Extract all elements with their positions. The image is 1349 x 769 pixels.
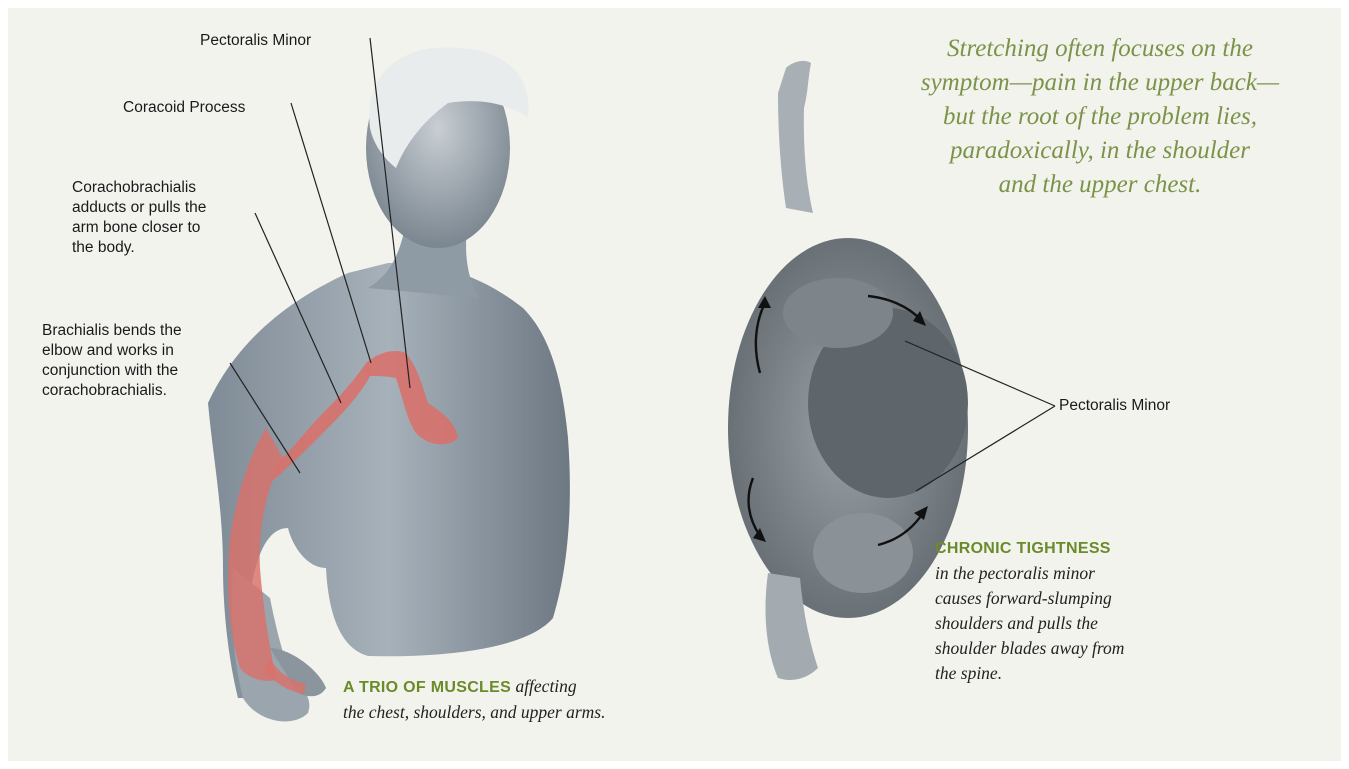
figure-panel: Pectoralis Minor Coracoid Process Corach… bbox=[8, 8, 1341, 761]
label-pectoralis-minor-right: Pectoralis Minor bbox=[1059, 396, 1170, 416]
pull-quote: Stretching often focuses on the symptom—… bbox=[880, 32, 1320, 202]
caption-chronic-tightness: CHRONIC TIGHTNESS in the pectoralis mino… bbox=[935, 536, 1195, 686]
label-brachialis: Brachialis bends the elbow and works in … bbox=[42, 321, 182, 401]
label-coracoid-process: Coracoid Process bbox=[123, 98, 245, 118]
caption-heading: CHRONIC TIGHTNESS bbox=[935, 536, 1195, 561]
caption-trio-of-muscles: A TRIO OF MUSCLES affecting the chest, s… bbox=[343, 674, 673, 725]
label-corachobrachialis: Corachobrachialis adducts or pulls the a… bbox=[72, 178, 206, 258]
caption-heading: A TRIO OF MUSCLES bbox=[343, 679, 511, 696]
label-pectoralis-minor-top: Pectoralis Minor bbox=[200, 31, 311, 51]
